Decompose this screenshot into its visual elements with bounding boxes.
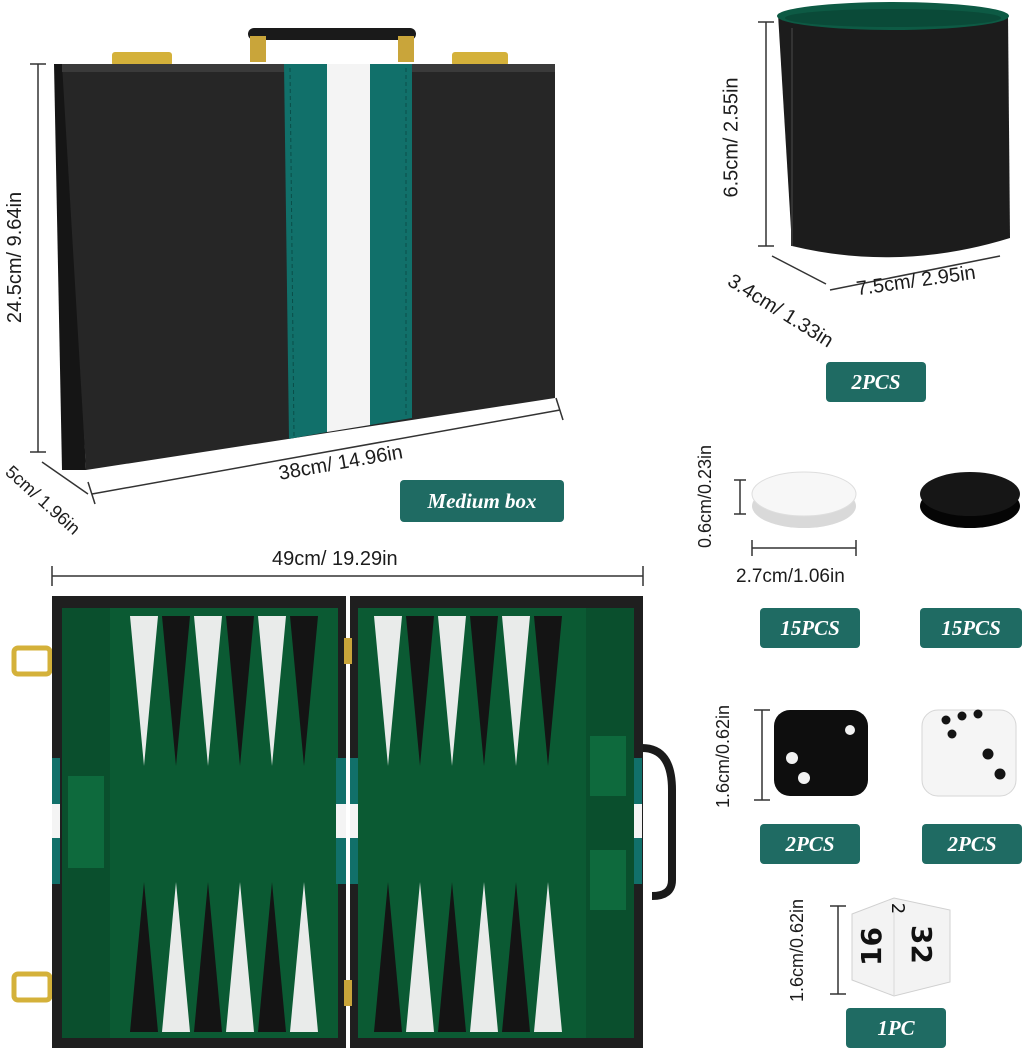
dice: 1.6cm/0.62in 2PCS 2PCS xyxy=(700,670,1024,870)
doubling-cube: 2 16 32 1.6cm/0.62in 1PC xyxy=(780,880,1024,1053)
white-die-badge: 2PCS xyxy=(922,824,1022,864)
board-width-label: 49cm/ 19.29in xyxy=(272,548,398,570)
black-die-badge: 2PCS xyxy=(760,824,860,864)
closed-case: 24.5cm/ 9.64in 5cm/ 1.96in 38cm/ 14.96in… xyxy=(0,0,600,560)
open-board-illustration xyxy=(11,566,676,1048)
dice-illustration xyxy=(754,709,1017,801)
black-checker-badge: 15PCS xyxy=(920,608,1022,648)
checkers-illustration xyxy=(734,471,1020,556)
doubling-cube-face-right: 32 xyxy=(904,925,938,964)
checkers: 0.6cm/0.23in 2.7cm/1.06in 15PCS 15PCS xyxy=(690,410,1024,660)
checker-width-label: 2.7cm/1.06in xyxy=(736,566,845,587)
case-height-label: 24.5cm/ 9.64in xyxy=(4,191,27,324)
die-height-label: 1.6cm/0.62in xyxy=(713,704,734,809)
doubling-cube-face-left: 16 xyxy=(854,927,888,966)
doubling-cube-illustration xyxy=(830,897,951,997)
checker-height-label: 0.6cm/0.23in xyxy=(695,444,716,549)
doubling-cube-face-top: 2 xyxy=(887,902,909,915)
cup-badge: 2PCS xyxy=(826,362,926,402)
doubling-cube-badge: 1PC xyxy=(846,1008,946,1048)
open-board: 49cm/ 19.29in xyxy=(0,540,700,1053)
dice-cup: 6.5cm/ 2.55in 3.4cm/ 1.33in 7.5cm/ 2.95i… xyxy=(700,0,1024,410)
case-badge: Medium box xyxy=(400,480,564,522)
cup-height-label: 6.5cm/ 2.55in xyxy=(720,77,743,198)
closed-case-illustration xyxy=(30,28,564,505)
doubling-cube-height-label: 1.6cm/0.62in xyxy=(787,898,808,1003)
dice-cup-illustration xyxy=(758,2,1010,291)
white-checker-badge: 15PCS xyxy=(760,608,860,648)
